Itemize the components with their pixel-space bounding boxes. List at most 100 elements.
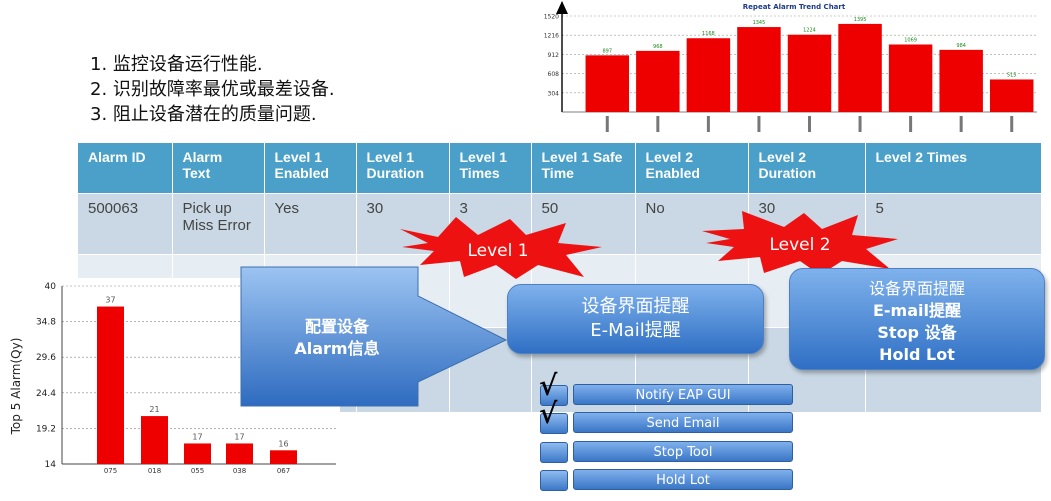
column-header: Level 2 Duration: [748, 143, 866, 194]
check-mark-icon: √: [539, 397, 558, 430]
notify-eap-gui-button[interactable]: Notify EAP GUI: [573, 384, 793, 405]
checkbox[interactable]: [540, 442, 568, 463]
column-header: Level 2 Enabled: [635, 143, 749, 194]
checkbox[interactable]: [540, 385, 568, 406]
send-email-button[interactable]: Send Email: [573, 412, 793, 433]
burst-shape: [400, 217, 602, 279]
intro-list-item: 2. 识别故障率最优或最差设备.: [90, 79, 335, 100]
data-label: 37: [105, 296, 115, 305]
x-tick-label: 067: [277, 467, 290, 475]
y-tick-label: 40: [45, 282, 57, 292]
data-label: 1069: [904, 37, 917, 43]
y-tick-label: 19.2: [36, 424, 56, 434]
level2-burst: Level 2: [702, 211, 898, 275]
y-axis-label: Top 5 Alarm(Qy): [9, 338, 23, 436]
bar: [184, 443, 211, 464]
table-header-row: Alarm ID Alarm Text Level 1 Enabled Leve…: [78, 143, 1042, 194]
bar: [97, 306, 124, 464]
bar: [737, 27, 781, 113]
x-tick-label: 055: [191, 467, 204, 475]
arrow-text-line: Alarm信息: [294, 339, 380, 358]
burst-shape: [702, 211, 898, 275]
column-header: Level 1 Duration: [356, 143, 450, 194]
config-arrow: [240, 266, 508, 407]
data-label: 16: [278, 439, 288, 448]
data-label: 897: [603, 48, 613, 54]
table-cell: 5: [865, 193, 1042, 255]
data-label: 1224: [803, 28, 816, 34]
bar: [939, 49, 983, 112]
table-cell: 500063: [78, 193, 173, 255]
box-line: E-Mail提醒: [590, 320, 681, 341]
y-tick-label: 34.8: [36, 318, 56, 328]
y-tick-label: 912: [548, 52, 560, 59]
table-cell: Yes: [264, 193, 357, 255]
x-tick-label: [909, 116, 913, 132]
x-tick-label: [959, 116, 963, 132]
y-tick-label: 29.6: [36, 353, 56, 363]
y-tick-label: 1520: [544, 14, 559, 21]
hold-lot-button[interactable]: Hold Lot: [573, 469, 793, 490]
bar: [585, 55, 630, 112]
level1-burst: Level 1: [400, 217, 602, 279]
x-tick-label: [605, 116, 609, 132]
table-cell: 30: [356, 193, 450, 255]
box-line: 设备界面提醒: [868, 279, 965, 298]
column-header: Alarm ID: [78, 143, 173, 194]
x-tick-label: 018: [148, 467, 161, 475]
bar: [838, 23, 882, 112]
x-tick-label: 075: [104, 467, 117, 475]
chart-title: Repeat Alarm Trend Chart: [743, 3, 846, 11]
level2-label: Level 2: [769, 235, 830, 255]
box-line: E-mail提醒: [872, 301, 961, 320]
data-label: 968: [653, 44, 663, 50]
box-line: Stop 设备: [877, 323, 957, 342]
data-label: 17: [192, 432, 202, 441]
checkbox[interactable]: [540, 413, 568, 434]
box-line: Hold Lot: [879, 345, 955, 364]
bar: [989, 79, 1034, 112]
bar: [888, 44, 933, 113]
arrow-text-line: 配置设备: [304, 317, 369, 336]
column-header: Level 1 Enabled: [264, 143, 357, 194]
bar: [636, 50, 680, 112]
intro-list-item: 1. 监控设备运行性能.: [90, 54, 263, 75]
arrow-text: 配置设备 Alarm信息: [262, 316, 412, 360]
top5-alarm-chart-svg: Top 5 Alarm(Qy) 40 34.8 29.6 24.4 19.2 14 37 07…: [9, 282, 336, 475]
bar: [226, 443, 253, 464]
checkbox[interactable]: [540, 470, 568, 491]
arrow-shape: [240, 266, 508, 407]
data-label: 1345: [753, 20, 766, 26]
intro-list-item: 3. 阻止设备潜在的质量问题.: [90, 104, 317, 125]
x-tick-label: 038: [233, 467, 246, 475]
data-label: 515: [1007, 72, 1017, 78]
data-label: 1168: [702, 31, 715, 37]
x-tick-label: [1010, 116, 1014, 132]
x-tick-label: [757, 116, 761, 132]
x-tick-label: [858, 116, 862, 132]
bar: [270, 450, 297, 464]
column-header: Level 1 Safe Time: [531, 143, 636, 194]
y-tick-label: 14: [45, 460, 57, 470]
y-axis-arrow-icon: [556, 1, 568, 14]
x-tick-label: [706, 116, 710, 132]
box-line: 设备界面提醒: [581, 296, 690, 317]
repeat-alarm-trend-chart: Repeat Alarm Trend Chart 1520 1216 912 608 3…: [532, 0, 1044, 140]
data-label: 17: [234, 432, 244, 441]
intro-list: 1. 监控设备运行性能. 2. 识别故障率最优或最差设备. 3. 阻止设备潜在的…: [90, 52, 335, 127]
x-tick-label: [808, 116, 811, 132]
repeat-alarm-trend-chart-svg: Repeat Alarm Trend Chart 1520 1216 912 608 3…: [544, 1, 1037, 132]
bar: [787, 34, 832, 113]
x-tick-label: [656, 116, 660, 132]
column-header: Alarm Text: [172, 143, 265, 194]
stop-tool-button[interactable]: Stop Tool: [573, 441, 793, 462]
y-tick-label: 24.4: [36, 389, 56, 399]
check-mark-icon: √: [539, 369, 558, 402]
table-cell: Pick up Miss Error: [172, 193, 265, 255]
data-label: 984: [956, 43, 966, 49]
y-tick-label: 1216: [544, 33, 559, 40]
y-tick-label: 304: [548, 90, 560, 97]
column-header: Level 1 Times: [449, 143, 532, 194]
level1-action-box: 设备界面提醒 E-Mail提醒: [507, 284, 764, 354]
y-tick-label: 608: [548, 71, 560, 78]
